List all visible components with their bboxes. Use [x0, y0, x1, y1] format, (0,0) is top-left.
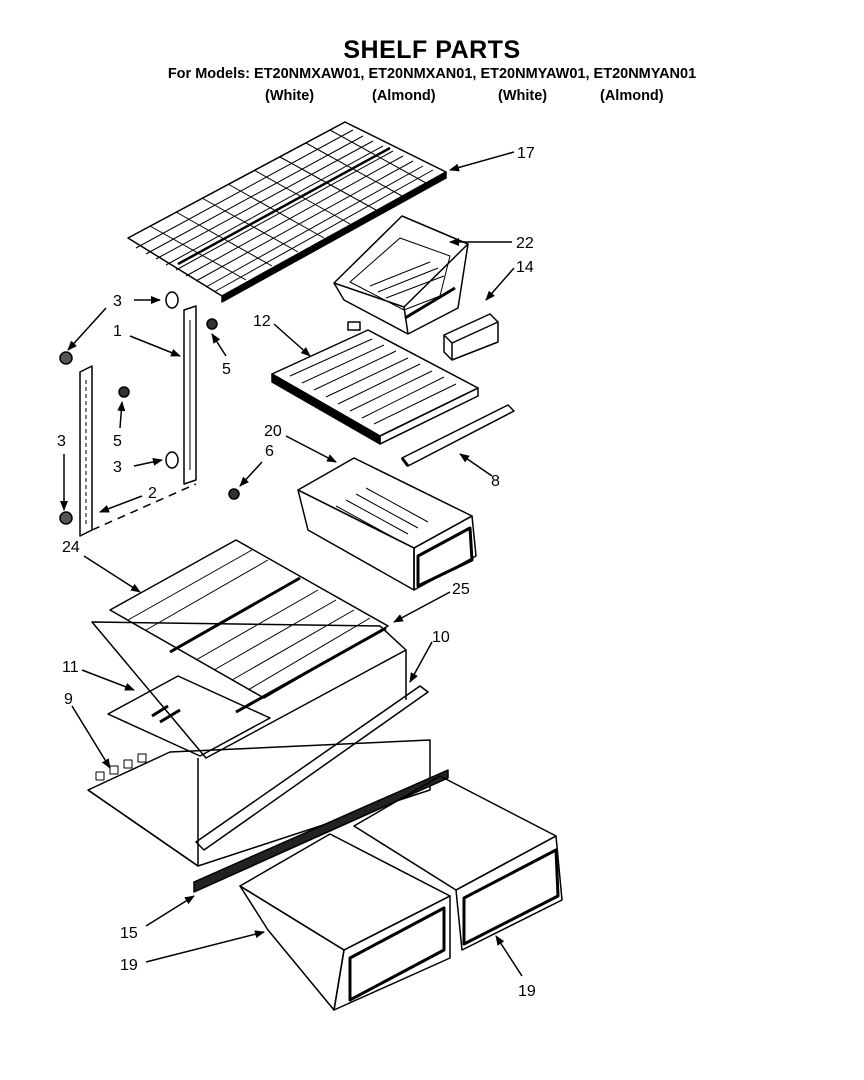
callout-6: 6 — [265, 443, 274, 460]
part-15-rail — [193, 769, 449, 893]
part-2-rail — [79, 365, 197, 537]
part-3-clip-b — [165, 451, 179, 469]
callout-25: 25 — [452, 581, 470, 598]
callout-14: 14 — [516, 259, 534, 276]
callout-11: 11 — [62, 659, 79, 676]
part-20-drawer — [297, 457, 477, 591]
callout-15: 15 — [120, 925, 138, 942]
part-3-clip-a — [165, 291, 179, 309]
color-label-almond-1: (Almond) — [372, 88, 436, 104]
part-8-trim — [400, 404, 515, 467]
part-10-trim — [195, 685, 429, 851]
callout-3-mid: 3 — [113, 459, 122, 476]
callout-24: 24 — [62, 539, 80, 556]
part-19-drawer-left — [239, 833, 451, 1011]
callout-5-upper: 5 — [222, 361, 231, 378]
part-3-clip-c — [59, 351, 73, 365]
part-12-shelf — [271, 321, 479, 445]
part-3-clip-d — [59, 511, 73, 525]
callout-17: 17 — [517, 145, 535, 162]
part-5-screw-b — [118, 386, 130, 398]
callout-19-left: 19 — [120, 957, 138, 974]
color-label-almond-2: (Almond) — [600, 88, 664, 104]
callout-labels: 17 22 14 12 3 1 5 5 3 3 6 2 20 8 24 25 1… — [57, 145, 536, 1000]
part-1-rail — [183, 305, 197, 485]
callout-3-top: 3 — [113, 293, 122, 310]
callout-2: 2 — [148, 485, 157, 502]
callout-12: 12 — [253, 313, 271, 330]
part-25-cover-frame — [91, 621, 407, 759]
callout-22: 22 — [516, 235, 534, 252]
color-label-white-2: (White) — [498, 88, 548, 104]
part-6-screw — [228, 488, 240, 500]
part-14-bracket — [443, 313, 499, 361]
callout-10: 10 — [432, 629, 450, 646]
callout-19-right: 19 — [518, 983, 536, 1000]
part-19-drawer-right — [353, 775, 563, 951]
part-24-wire-shelf — [109, 539, 389, 714]
callout-1: 1 — [113, 323, 122, 340]
callout-8: 8 — [491, 473, 500, 490]
callout-5-lower: 5 — [113, 433, 122, 450]
part-22-pan — [333, 215, 469, 335]
callout-20: 20 — [264, 423, 282, 440]
color-label-white-1: (White) — [265, 88, 315, 104]
callout-9: 9 — [64, 691, 73, 708]
part-11-glass — [107, 675, 271, 757]
model-list: For Models: ET20NMXAW01, ET20NMXAN01, ET… — [167, 66, 697, 82]
part-5-screw-a — [206, 318, 218, 330]
part-17-wire-shelf — [127, 121, 447, 303]
callout-3-left: 3 — [57, 433, 66, 450]
part-9-frame — [87, 739, 431, 867]
diagram-title: SHELF PARTS — [343, 36, 521, 64]
leader-arrows — [60, 151, 523, 977]
